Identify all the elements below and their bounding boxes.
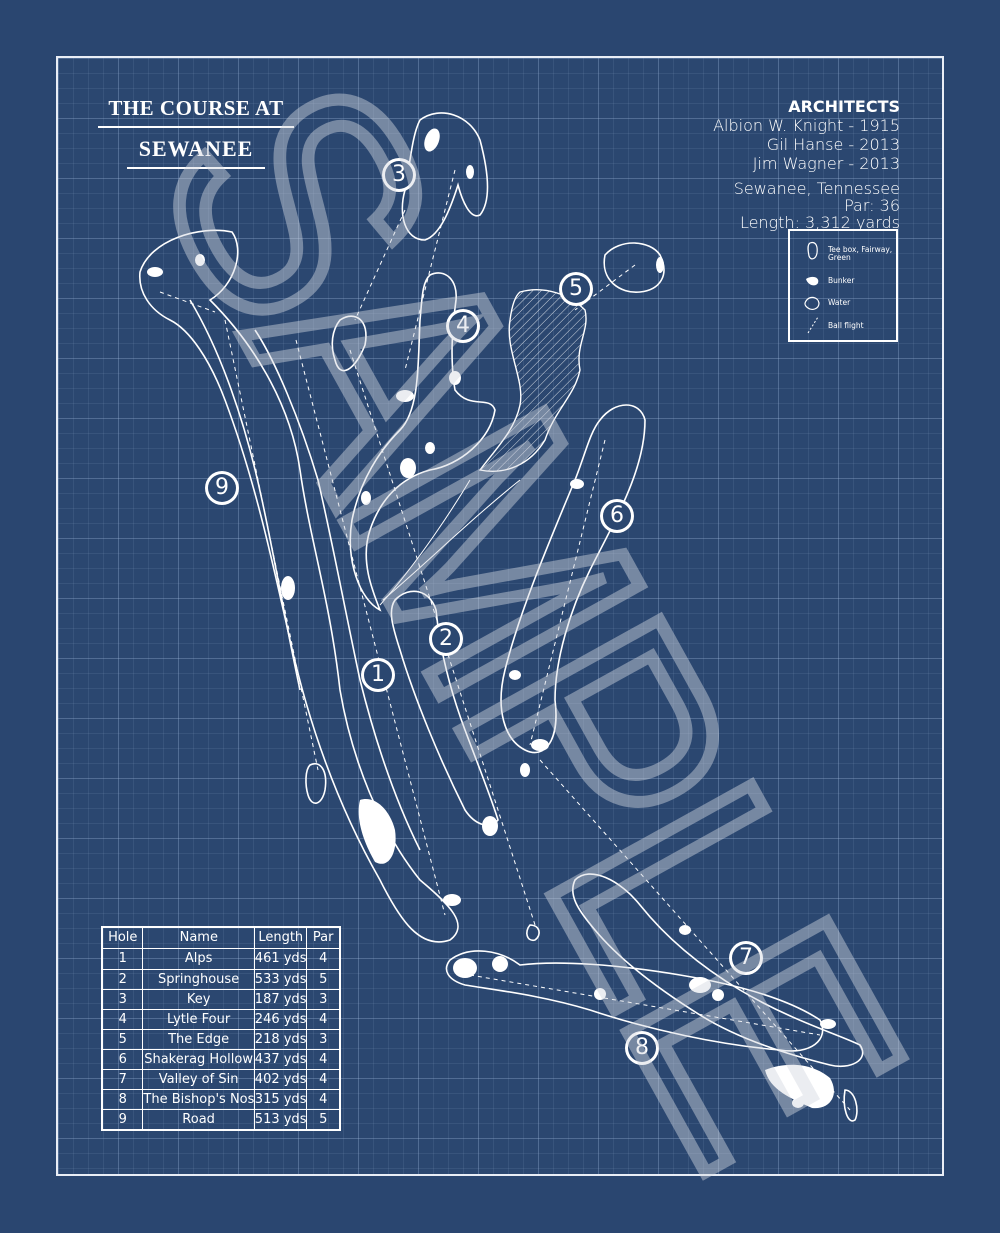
hole-length: 402 yds — [254, 1070, 308, 1089]
hole-name: Lytle Four — [143, 1010, 255, 1029]
hole-7-fairway — [571, 873, 864, 1067]
hole-name: Key — [143, 990, 255, 1009]
architect-2: Gil Hanse - 2013 — [766, 135, 900, 154]
hole-number: 2 — [103, 970, 144, 989]
architects-heading: ARCHITECTS — [788, 97, 900, 116]
hole-2-marker: 2 — [429, 622, 463, 656]
hole-par: 3 — [319, 1032, 328, 1047]
col-hole: Hole — [103, 928, 144, 948]
hole-9-fairway — [139, 229, 459, 943]
legend-bunker: Bunker — [828, 276, 855, 285]
hole-6-fairway — [500, 404, 646, 754]
hole-length: 533 yds — [254, 970, 308, 989]
title-line-1: THE COURSE AT — [98, 96, 294, 128]
hole-length: 315 yds — [254, 1090, 308, 1109]
hole-3-marker: 3 — [382, 158, 416, 192]
ball-flight-icon — [807, 316, 819, 334]
hole-name: The Bishop's Nose — [143, 1090, 255, 1109]
hole-9-inner — [189, 299, 301, 691]
hole-number: 5 — [103, 1030, 144, 1049]
hole-number: 8 — [103, 1090, 144, 1109]
hole-9-marker: 9 — [205, 471, 239, 505]
col-name: Name — [143, 928, 256, 948]
map-legend: Tee box, Fairway, Green Bunker Water Bal… — [788, 229, 898, 342]
hole-length: 187 yds — [254, 990, 308, 1009]
water-icon — [804, 296, 820, 310]
course-location: Sewanee, Tennessee — [733, 179, 900, 198]
hole-length: 246 yds — [254, 1010, 308, 1029]
legend-symbols — [804, 241, 820, 334]
hole-8-marker: 8 — [625, 1031, 659, 1065]
legend-tee-fairway-green: Tee box, Fairway, Green — [828, 245, 893, 262]
hole-name: The Edge — [143, 1030, 255, 1049]
hole-number: 4 — [103, 1010, 144, 1029]
hole-1-marker: 1 — [361, 658, 395, 692]
hole-par: 5 — [319, 1112, 328, 1127]
hole-length: 218 yds — [254, 1030, 308, 1049]
table-header: Hole Name Length Par — [103, 928, 339, 949]
water-hazard — [478, 289, 587, 472]
legend-water: Water — [828, 298, 851, 307]
hole-1-fairway — [254, 329, 421, 851]
hole-5-green — [603, 242, 665, 293]
hole-number: 3 — [103, 990, 144, 1009]
hole-par: 3 — [319, 992, 328, 1007]
hole-5-marker: 5 — [559, 272, 593, 306]
hole-7-marker: 7 — [729, 941, 763, 975]
hole-8-fairway — [445, 950, 824, 1052]
bunker-icon — [806, 276, 819, 286]
hole-number: 9 — [103, 1110, 144, 1129]
tee-fairway-green-icon — [807, 241, 818, 260]
hole-4-tee — [331, 315, 367, 372]
course-length: Length: 3,312 yards — [739, 213, 900, 232]
hole-length: 461 yds — [255, 949, 308, 969]
hole-par: 4 — [319, 1072, 328, 1087]
hole-par: 4 — [319, 1052, 328, 1067]
architect-1: Albion W. Knight - 1915 — [713, 116, 900, 135]
legend-ball-flight: Ball flight — [828, 321, 864, 330]
hole-par: 4 — [319, 951, 328, 966]
hole-par: 4 — [319, 1092, 328, 1107]
course-par: Par: 36 — [844, 196, 900, 215]
hole-par: 4 — [319, 1012, 328, 1027]
title-line-2: SEWANEE — [127, 136, 265, 169]
hole-name: Road — [143, 1110, 255, 1129]
course-info: ARCHITECTS Albion W. Knight - 1915 Gil H… — [713, 97, 900, 232]
col-length: Length — [255, 928, 308, 948]
col-par: Par — [312, 930, 334, 945]
course-title: THE COURSE AT SEWANEE — [98, 96, 294, 169]
hole-name: Springhouse — [143, 970, 255, 989]
architect-3: Jim Wagner - 2013 — [752, 154, 900, 173]
hole-length: 513 yds — [254, 1110, 308, 1129]
hole-length: 437 yds — [254, 1050, 308, 1069]
hole-number: 7 — [103, 1070, 144, 1089]
hole-number: 6 — [103, 1050, 144, 1069]
hole-name: Alps — [143, 949, 255, 969]
hole-par: 5 — [319, 972, 328, 987]
hole-name: Valley of Sin — [143, 1070, 255, 1089]
hole-name: Shakerag Hollow — [144, 1050, 255, 1069]
blueprint-frame — [56, 56, 944, 1176]
hole-4-marker: 4 — [446, 309, 480, 343]
hole-number: 1 — [103, 949, 144, 969]
hole-6-marker: 6 — [600, 499, 634, 533]
